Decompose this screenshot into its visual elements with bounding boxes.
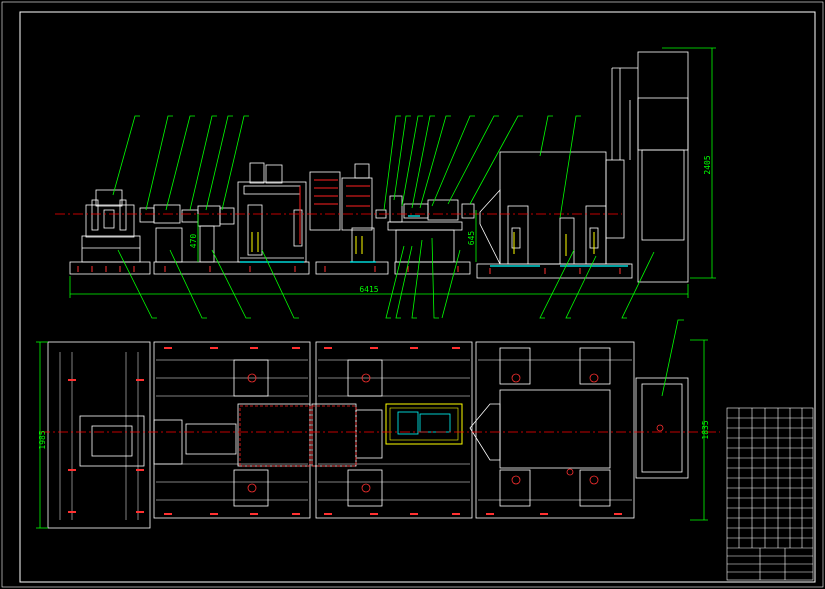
red-detail-marks	[299, 179, 370, 244]
total-height-dimension	[662, 47, 716, 279]
yellow-detail-marks	[251, 232, 595, 256]
test-unit-detail	[397, 411, 451, 435]
elevation-view: 6415 2405 470 645	[55, 47, 716, 319]
plan-components	[79, 383, 683, 473]
plan-width-dimensions	[36, 319, 708, 529]
total-height-label: 2405	[703, 155, 712, 174]
shaft-height-dimensions	[197, 210, 477, 262]
mounting-feet	[233, 347, 611, 507]
shaft-height-right-label: 645	[467, 231, 476, 246]
bolt-holes	[247, 373, 664, 493]
part-leaders-top	[112, 115, 581, 219]
bed-slots	[59, 352, 632, 520]
bracket-plan-outline	[311, 405, 357, 467]
plan-right-width-label: 1835	[701, 420, 710, 439]
plan-view: 1985 1835	[36, 319, 720, 529]
base-bolts	[77, 266, 621, 274]
test-table	[387, 195, 475, 263]
title-block	[726, 407, 814, 581]
plate-pads	[68, 347, 622, 515]
drive-bracket	[309, 163, 387, 263]
overall-length-label: 6415	[359, 285, 378, 294]
motor-unit	[81, 189, 141, 263]
part-leaders-bottom	[117, 237, 655, 319]
shaft-height-left-label: 470	[189, 234, 198, 249]
control-cabinet	[611, 51, 689, 283]
plan-left-width-label: 1985	[38, 430, 47, 449]
overall-length-dimension	[69, 276, 689, 298]
cyan-detail-marks	[240, 215, 628, 267]
gearbox-plan-outline	[239, 405, 311, 467]
coupling-section	[139, 204, 235, 263]
load-chamber	[479, 151, 630, 265]
gearbox-housing	[237, 162, 307, 263]
highlighted-test-unit	[385, 403, 463, 445]
